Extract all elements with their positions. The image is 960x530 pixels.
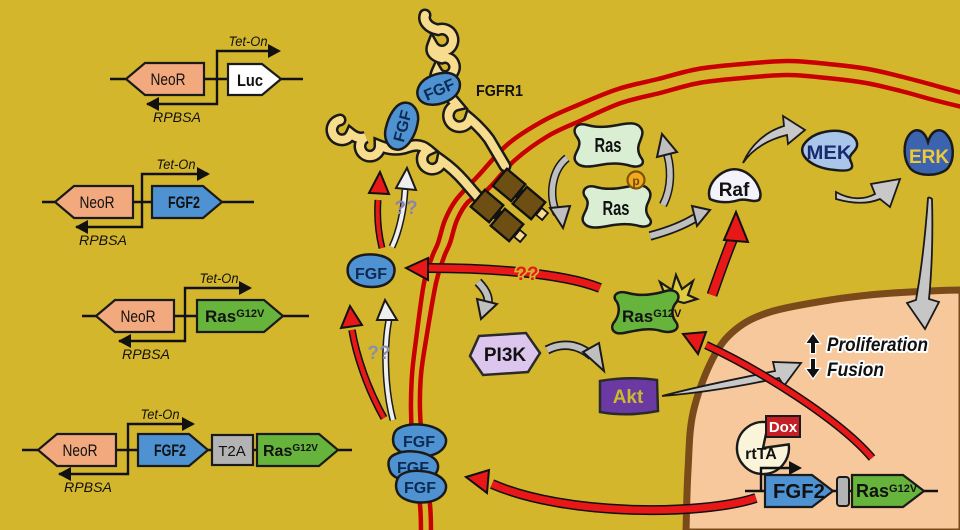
svg-text:FGFR1: FGFR1: [476, 83, 523, 100]
svg-text:Dox: Dox: [769, 419, 798, 436]
svg-text:FGF2: FGF2: [773, 481, 825, 503]
svg-text:Fusion: Fusion: [827, 360, 884, 381]
svg-text:??: ??: [367, 343, 390, 364]
svg-text:PI3K: PI3K: [484, 345, 527, 366]
svg-text:p: p: [632, 174, 639, 188]
svg-text:Raf: Raf: [719, 180, 750, 201]
svg-text:RPBSA: RPBSA: [79, 232, 127, 248]
svg-text:FGF2: FGF2: [168, 193, 200, 212]
svg-text:Tet-On: Tet-On: [157, 156, 196, 172]
svg-text:rtTA: rtTA: [745, 446, 777, 463]
svg-text:Proliferation: Proliferation: [827, 335, 928, 356]
svg-text:Ras: Ras: [603, 198, 630, 220]
svg-text:FGF: FGF: [404, 480, 436, 497]
svg-text:FGF: FGF: [403, 434, 435, 451]
svg-text:MEK: MEK: [807, 143, 852, 164]
svg-text:Tet-On: Tet-On: [200, 270, 239, 286]
svg-text:RPBSA: RPBSA: [153, 109, 201, 125]
svg-text:??: ??: [394, 198, 417, 219]
svg-text:Ras: Ras: [595, 135, 622, 157]
svg-text:FGF: FGF: [355, 266, 387, 283]
svg-text:Akt: Akt: [613, 387, 644, 408]
svg-text:Luc: Luc: [237, 71, 263, 90]
svg-text:RPBSA: RPBSA: [64, 479, 112, 495]
svg-text:FGF2: FGF2: [154, 441, 186, 460]
svg-text:??: ??: [515, 264, 538, 285]
svg-text:ERK: ERK: [909, 147, 949, 168]
svg-text:RPBSA: RPBSA: [122, 346, 170, 362]
svg-text:Tet-On: Tet-On: [141, 406, 180, 422]
svg-text:T2A: T2A: [218, 443, 246, 460]
svg-text:Tet-On: Tet-On: [229, 33, 268, 49]
